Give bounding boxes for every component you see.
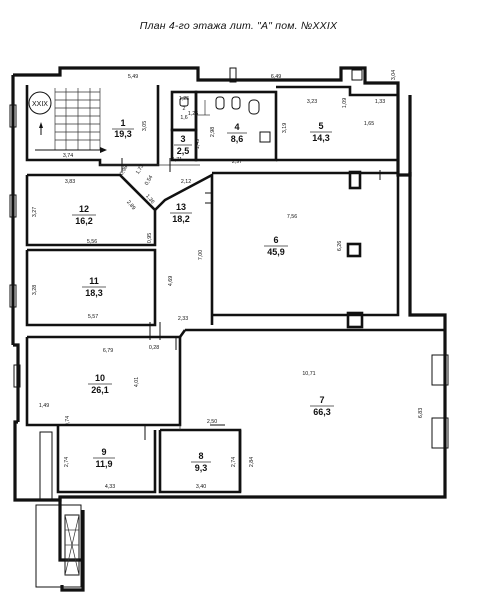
room-2-number: 2	[183, 106, 186, 112]
room-labels: 1 19,3 2 1,6 3 2,5 4 8,6 5 14,3 6 45,9 7…	[72, 106, 334, 473]
plan-title: План 4-го этажа лит. "А" пом. №XXIX	[139, 20, 338, 32]
dim-r5-notch: 1,09	[342, 98, 348, 108]
dim-r3-height: 1,49	[195, 139, 201, 149]
room-3-number: 3	[180, 134, 185, 144]
room-12-area: 16,2	[75, 216, 93, 226]
premises-label: XXIX	[32, 101, 48, 108]
dim-corr-c: 0,54	[144, 174, 154, 186]
dim-r6-width: 7,56	[287, 214, 297, 220]
dim-r7-inner: 2,50	[207, 419, 217, 425]
dim-r8-width: 3,40	[196, 484, 206, 490]
room-3-area: 2,5	[177, 146, 190, 156]
dim-corr-a: 0,98	[119, 164, 129, 176]
room-4-area: 8,6	[231, 134, 244, 144]
dim-r10-notch: 0,28	[149, 345, 159, 351]
window-marks	[9, 67, 449, 449]
bay-window	[35, 431, 82, 588]
dim-r5-top: 3,23	[307, 99, 317, 105]
room-11-number: 11	[89, 276, 99, 286]
dim-r12-bottom: 5,56	[87, 239, 97, 245]
dim-r12-top: 3,83	[65, 179, 75, 185]
dim-r13-width: 2,33	[178, 316, 188, 322]
dim-r12-right: 0,95	[147, 233, 153, 243]
room-12-number: 12	[79, 204, 89, 214]
dim-r6-height: 6,26	[337, 241, 343, 251]
dim-r10-width: 6,79	[103, 348, 113, 354]
dim-top-left: 5,49	[128, 74, 138, 80]
dim-r2-width: 1,25	[179, 96, 189, 102]
room-5-area: 14,3	[312, 133, 330, 143]
dim-r7-width: 10,71	[302, 371, 315, 377]
dim-top-far: 3,04	[391, 70, 397, 80]
dimension-labels: 5,49 6,49 3,04 3,05 3,74 1,25 1,25 1,49 …	[32, 70, 424, 490]
dim-r12-diag2: 1,36	[144, 193, 155, 205]
premises-marker: XXIX	[28, 91, 52, 115]
dim-r5-height: 3,19	[282, 123, 288, 133]
room-9-area: 11,9	[95, 459, 112, 469]
dim-r10-height: 4,01	[134, 377, 140, 387]
staircase	[35, 88, 107, 153]
dim-r10-small: 0,74	[65, 416, 71, 426]
dim-r4-width: 2,97	[232, 159, 242, 165]
dim-r7-height: 6,83	[418, 408, 424, 418]
dim-r2-height: 1,25	[188, 111, 198, 117]
dim-r13-lower: 4,69	[168, 276, 174, 286]
room-7-area: 66,3	[313, 407, 331, 417]
room-13-number: 13	[176, 202, 186, 212]
room-10-number: 10	[95, 373, 105, 383]
room-8-area: 9,3	[195, 463, 208, 473]
dim-r9-width: 4,33	[105, 484, 115, 490]
room-10-area: 26,1	[91, 385, 109, 395]
room-8-number: 8	[198, 451, 203, 461]
dim-r9-height: 2,74	[64, 457, 70, 467]
dim-r3-width: 1,71	[172, 157, 182, 163]
door-marks	[121, 158, 381, 440]
interior-walls	[25, 85, 445, 494]
room-6-number: 6	[273, 235, 278, 245]
dim-r11-width: 5,57	[88, 314, 98, 320]
room-6-area: 45,9	[267, 247, 285, 257]
dim-r8-height: 2,74	[231, 457, 237, 467]
dim-r10-left: 1,49	[39, 403, 49, 409]
dim-r1-bottom: 3,74	[63, 153, 73, 159]
dim-r12-height: 3,27	[32, 207, 38, 217]
room-4-number: 4	[234, 122, 239, 132]
room-9-number: 9	[101, 447, 106, 457]
room-11-area: 18,3	[85, 288, 103, 298]
room-13-area: 18,2	[172, 214, 190, 224]
room-5-number: 5	[318, 121, 323, 131]
dim-r13-height: 7,00	[198, 250, 204, 260]
dim-r11-height: 3,28	[32, 285, 38, 295]
dim-corr-d: 2,12	[181, 179, 191, 185]
dim-top-right: 6,49	[271, 74, 281, 80]
room-1-number: 1	[120, 118, 125, 128]
dim-r5-depth: 1,65	[364, 121, 374, 127]
dim-r4-height: 2,98	[210, 127, 216, 137]
room-7-number: 7	[319, 395, 324, 405]
room-1-area: 19,3	[114, 129, 132, 139]
sanitary-fixtures	[179, 96, 271, 143]
room-2-area: 1,6	[180, 115, 187, 121]
dim-r1-height: 3,05	[142, 121, 148, 131]
dim-corr-b: 1,73	[135, 163, 145, 175]
dim-r5-right: 1,33	[375, 99, 385, 105]
dim-r12-diag: 2,89	[125, 199, 136, 211]
dim-r7-left: 2,84	[249, 457, 255, 467]
